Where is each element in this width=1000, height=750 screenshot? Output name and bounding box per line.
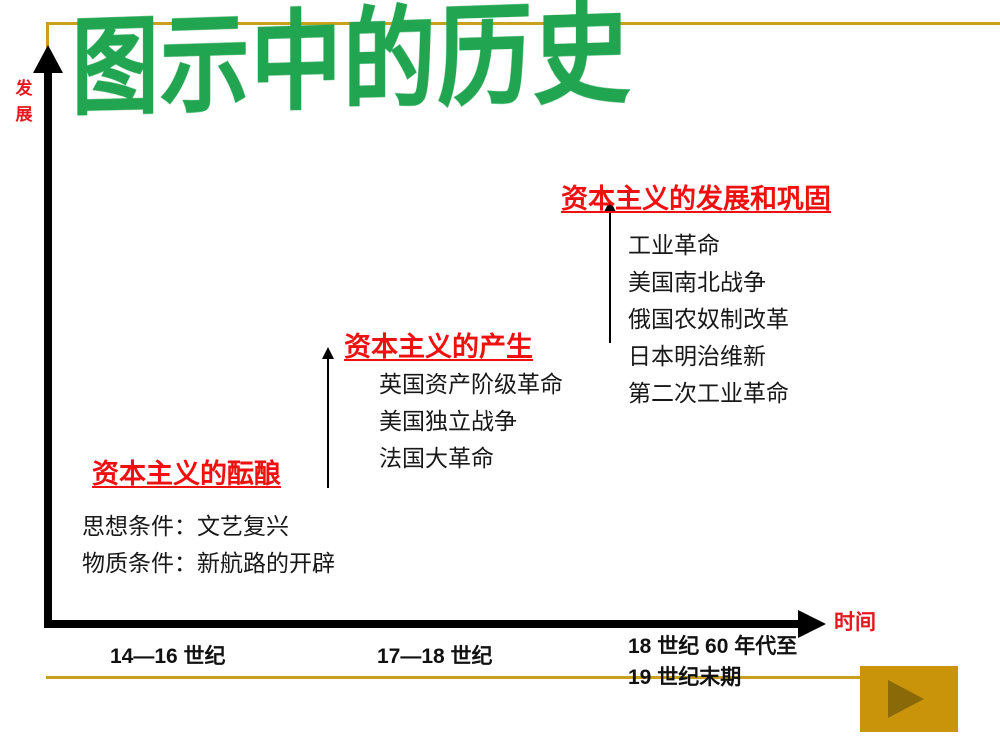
list-item: 美国南北战争 [628, 270, 766, 295]
stage-1-heading: 资本主义的酝酿 [92, 459, 281, 489]
y-axis-line [44, 68, 52, 628]
list-item: 英国资产阶级革命 [379, 372, 563, 397]
gold-rule-bottom [46, 676, 946, 679]
stage-1-items: 思想条件：文艺复兴 物质条件：新航路的开辟 [82, 508, 335, 582]
stage-3-heading: 资本主义的发展和巩固 [561, 184, 831, 214]
x-axis-line [44, 620, 804, 628]
list-item: 日本明治维新 [628, 344, 766, 369]
list-item: 法国大革命 [379, 446, 494, 471]
list-item: 美国独立战争 [379, 409, 517, 434]
play-triangle-icon [888, 680, 924, 718]
gold-rule-top [46, 22, 1000, 25]
play-next-button[interactable] [860, 666, 958, 732]
timeline-period-1: 14—16 世纪 [110, 645, 226, 668]
stage-3-arrow-shaft [609, 211, 611, 343]
stage-3-arrowhead-icon [604, 200, 616, 212]
x-axis-label: 时间 [834, 611, 876, 634]
list-item: 第二次工业革命 [628, 381, 789, 406]
y-axis-arrowhead-icon [33, 45, 63, 73]
stage-2-items: 英国资产阶级革命 美国独立战争 法国大革命 [379, 366, 563, 477]
x-axis-arrowhead-icon [798, 610, 826, 638]
stage-3-items: 工业革命 美国南北战争 俄国农奴制改革 日本明治维新 第二次工业革命 [628, 227, 789, 412]
y-axis-label: 发展 [15, 79, 33, 124]
list-item: 工业革命 [628, 233, 720, 258]
list-item: 物质条件：新航路的开辟 [82, 551, 335, 576]
timeline-period-2: 17—18 世纪 [377, 645, 493, 668]
stage-2-heading: 资本主义的产生 [344, 332, 533, 362]
list-item: 思想条件：文艺复兴 [82, 514, 289, 539]
page-title: 图示中的历史 [72, 0, 633, 128]
stage-2-arrow-shaft [327, 358, 329, 488]
stage-2-arrowhead-icon [322, 347, 334, 359]
list-item: 俄国农奴制改革 [628, 307, 789, 332]
